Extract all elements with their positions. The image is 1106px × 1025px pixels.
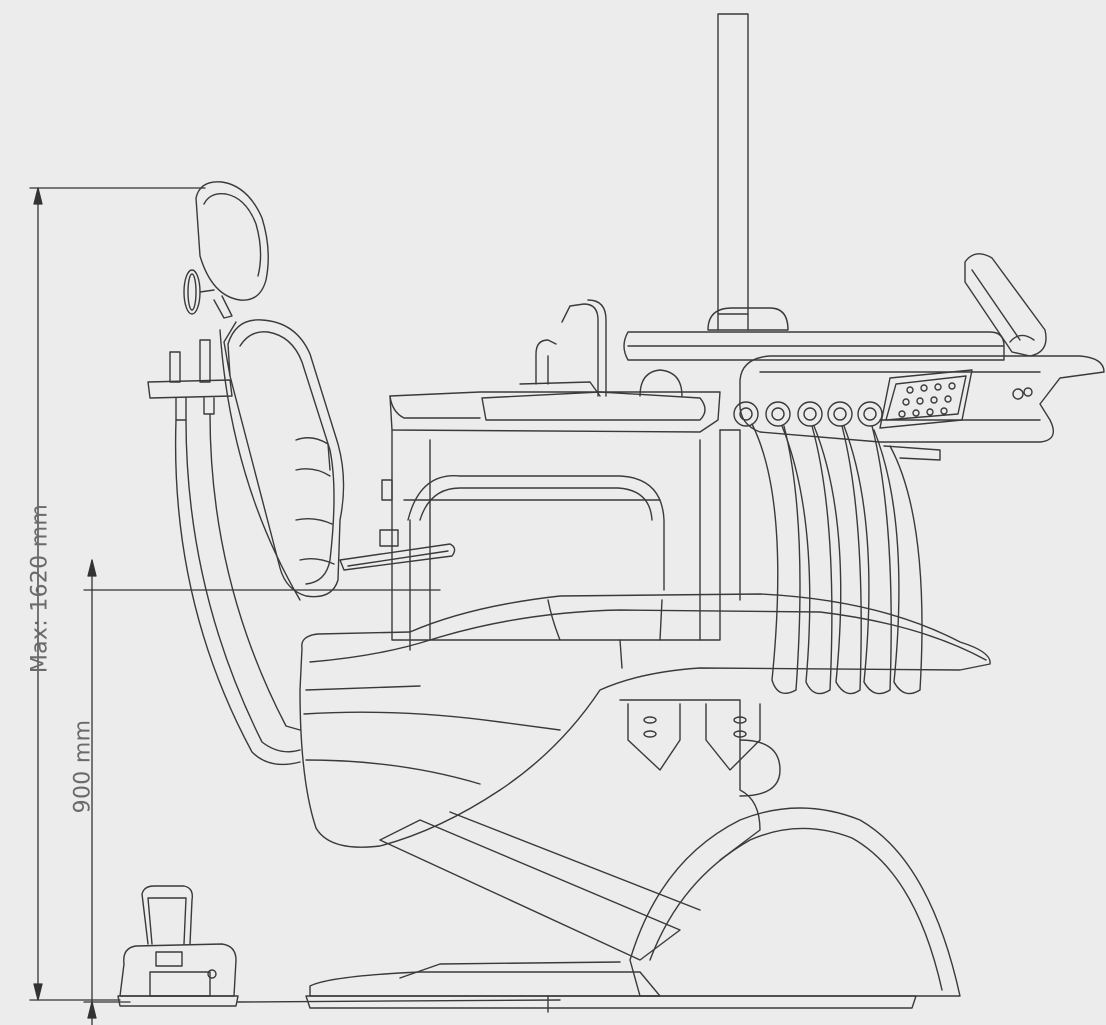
instrument-table — [739, 355, 1105, 443]
delivery-arm — [623, 253, 1047, 361]
backrest — [223, 319, 345, 598]
base-column — [379, 699, 781, 961]
seat-height-label: 900 mm — [70, 719, 96, 814]
foot-control — [117, 885, 561, 1013]
lamp-pole — [707, 13, 789, 331]
armrest — [339, 543, 456, 571]
max-height-label: Max: 1620 mm — [27, 503, 53, 674]
cuspidor-unit — [379, 299, 741, 651]
handpiece-hoses — [733, 401, 941, 695]
keypad-buttons — [898, 382, 956, 418]
headrest — [183, 181, 269, 319]
floor-base — [305, 807, 961, 1009]
max-height-dimension-line — [29, 187, 206, 1001]
assistant-holder — [147, 329, 301, 766]
seat-height-dimension-line — [83, 559, 441, 1025]
seat — [299, 593, 991, 848]
